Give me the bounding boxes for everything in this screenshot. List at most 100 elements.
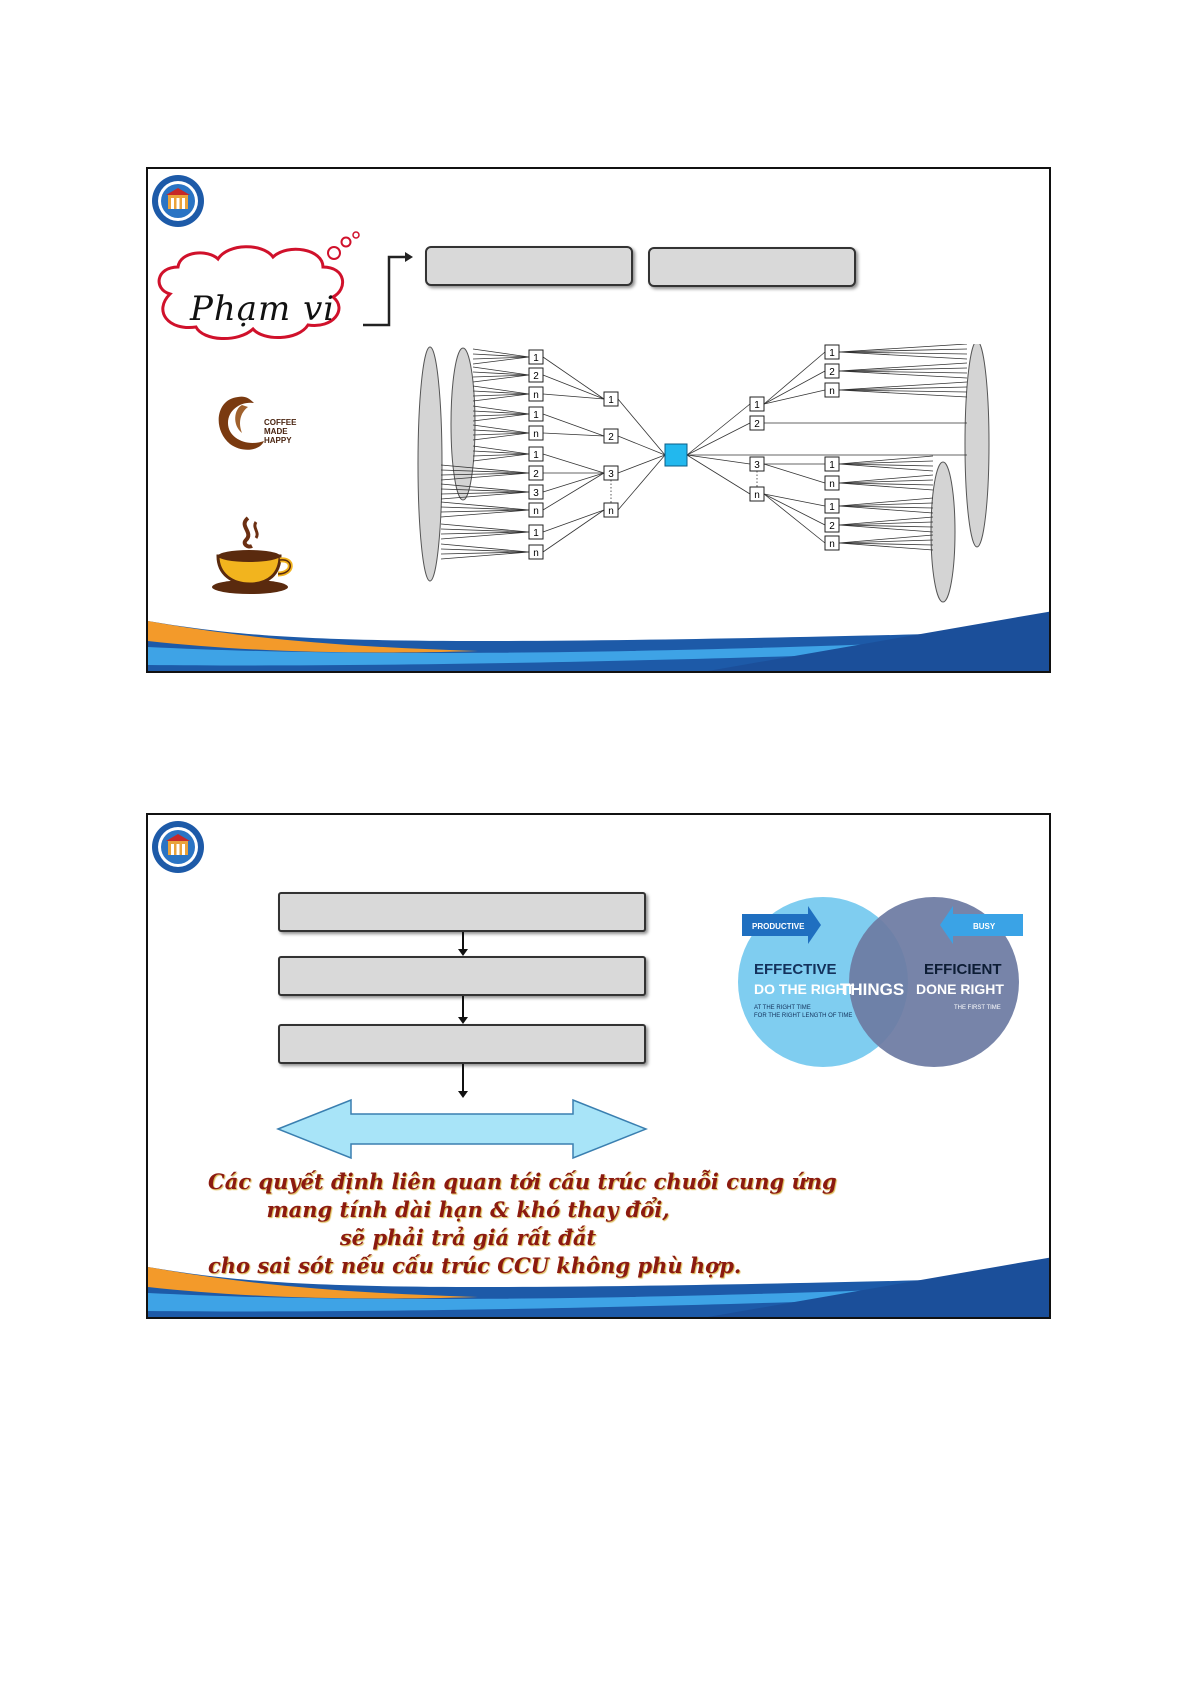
efficient-circle (849, 897, 1019, 1067)
network-link (838, 482, 934, 486)
network-link (763, 463, 826, 484)
effective-efficient-venn: PRODUCTIVE BUSY EFFECTIVE DO THE RIGHT A… (738, 897, 1023, 1067)
network-link (542, 413, 605, 437)
network-node-label: 1 (829, 502, 835, 513)
network-link (542, 356, 605, 400)
quote-line-2: mang tính dài hạn & khó thay đổi, (266, 1197, 670, 1222)
network-link (472, 393, 530, 397)
left-tier2-node: 1 (528, 446, 544, 462)
network-link (838, 367, 968, 372)
network-link (542, 374, 605, 400)
things-label: THINGS (840, 980, 904, 999)
focal-company-node (664, 443, 688, 467)
quote-line-4: cho sai sót nếu cấu trúc CCU không phù h… (208, 1253, 742, 1278)
network-node-label: 2 (533, 469, 539, 480)
network-node-label: n (754, 490, 760, 501)
network-link (763, 493, 826, 526)
network-link (440, 528, 530, 533)
network-link (542, 393, 605, 400)
network-node-label: n (533, 429, 539, 440)
network-link (838, 534, 934, 544)
network-link (472, 366, 530, 376)
network-link (440, 491, 530, 500)
at-right-time-label: AT THE RIGHT TIME (754, 1005, 811, 1011)
network-node-label: 3 (533, 488, 539, 499)
network-link (440, 551, 530, 555)
network-link (440, 523, 530, 533)
efficient-label: EFFICIENT (924, 961, 1002, 978)
right-tier1-node: 3 (749, 456, 765, 472)
left-tier1-node: 2 (603, 428, 619, 444)
network-node-label: 1 (533, 528, 539, 539)
left-tier2-node: 1 (528, 524, 544, 540)
network-link (472, 390, 530, 395)
network-node-label: 1 (829, 460, 835, 471)
network-node-label: 1 (829, 348, 835, 359)
network-link (838, 474, 934, 484)
slide-2: Các quyết định liên quan tới cấu trúc ch… (146, 813, 1051, 1319)
network-node-label: 1 (533, 353, 539, 364)
right-tier1-node: 2 (749, 415, 765, 431)
coffee-made-happy-logo: COFFEE MADE HAPPY (218, 396, 297, 450)
network-link (838, 524, 934, 528)
network-link (472, 432, 530, 441)
network-link (617, 454, 666, 511)
network-link (440, 472, 530, 476)
network-link (440, 543, 530, 553)
right-tier2-node: n (824, 535, 840, 551)
network-node-label: 2 (829, 367, 835, 378)
busy-arrow-icon (940, 906, 1023, 944)
network-link (838, 542, 934, 546)
network-link (617, 435, 666, 456)
network-node-label: 3 (754, 460, 760, 471)
network-link (838, 348, 968, 353)
productive-arrow-icon (742, 906, 821, 944)
right-tier2-node: 1 (824, 456, 840, 472)
network-node-label: 1 (533, 450, 539, 461)
network-link (440, 506, 530, 511)
network-link (686, 454, 751, 495)
network-link (838, 370, 968, 374)
connector-arrow (363, 252, 413, 327)
network-link (472, 413, 530, 422)
network-node-label: 2 (533, 371, 539, 382)
network-link (440, 551, 530, 560)
network-link (838, 463, 934, 472)
flow-box-2 (278, 956, 646, 996)
network-link (440, 509, 530, 518)
right-tier2-node: 2 (824, 363, 840, 379)
left-tier2-node: 2 (528, 465, 544, 481)
network-link (838, 344, 968, 353)
double-arrow-icon (276, 1098, 648, 1160)
right-tier2-node: n (824, 475, 840, 491)
quote-line-3: sẽ phải trả giá rất đắt (339, 1225, 597, 1250)
network-link (542, 472, 605, 511)
network-node-label: n (533, 390, 539, 401)
network-node-label: n (829, 479, 835, 490)
left-tier2-node: 1 (528, 349, 544, 365)
network-link (838, 455, 934, 465)
network-node-label: n (829, 386, 835, 397)
flow-box-1 (278, 892, 646, 932)
flow-box-3 (278, 1024, 646, 1064)
network-link (838, 370, 968, 379)
network-link (472, 410, 530, 415)
network-link (838, 539, 934, 544)
network-link (838, 351, 968, 360)
network-link (838, 505, 934, 509)
coffee-logo-line3: HAPPY (264, 436, 292, 445)
network-link (838, 505, 934, 514)
right-tier1-node: n (749, 486, 765, 502)
left-tier1-node: n (603, 502, 619, 518)
network-link (542, 509, 605, 553)
right-length-label: FOR THE RIGHT LENGTH OF TIME (754, 1013, 852, 1019)
network-link (440, 483, 530, 493)
scope-box-2 (648, 247, 856, 287)
network-link (472, 385, 530, 395)
footer-swoosh (148, 611, 1049, 671)
thought-cloud-icon (157, 231, 360, 341)
network-link (440, 531, 530, 535)
network-link (440, 464, 530, 474)
key-quote: Các quyết định liên quan tới cấu trúc ch… (208, 1168, 837, 1280)
